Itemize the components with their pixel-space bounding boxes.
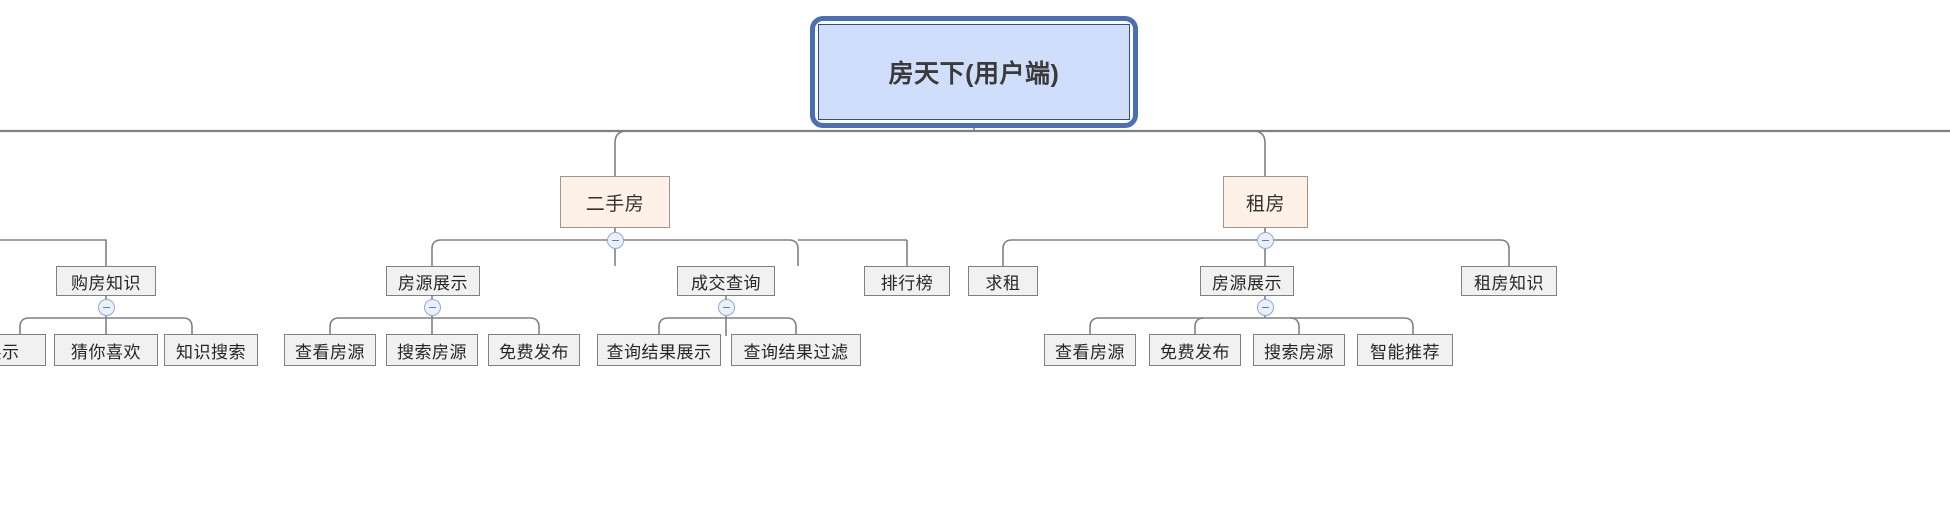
collapse-minus-icon-goufangzhishi[interactable] xyxy=(98,299,115,316)
minus-glyph xyxy=(612,239,619,242)
minus-glyph xyxy=(429,306,436,309)
node-zf-fangyuanzhanshi-label: 房源展示 xyxy=(1212,273,1282,293)
node-goufang-leaf-zhishisousuo[interactable]: 知识搜索 xyxy=(164,334,258,366)
node-esf-leaf-sousuofangyuan[interactable]: 搜索房源 xyxy=(386,334,478,366)
collapse-minus-icon-esf-fangyuan[interactable] xyxy=(424,299,441,316)
node-esf-paihangbang[interactable]: 排行榜 xyxy=(864,266,950,296)
node-zufang-label: 租房 xyxy=(1245,193,1285,215)
node-zf-zufangzhishi-label: 租房知识 xyxy=(1474,273,1544,293)
node-zufang[interactable]: 租房 xyxy=(1223,176,1308,228)
node-ershoufang-label: 二手房 xyxy=(585,193,645,215)
collapse-minus-icon-ershoufang[interactable] xyxy=(607,232,624,249)
node-goufang-leaf-caini[interactable]: 猜你喜欢 xyxy=(54,334,158,366)
node-esf-leaf-chaxunjieguoguolv-label: 查询结果过滤 xyxy=(743,342,849,362)
node-zf-leaf-zhinengtuijian[interactable]: 智能推荐 xyxy=(1357,334,1453,366)
node-zf-leaf-sousuofangyuan[interactable]: 搜索房源 xyxy=(1253,334,1345,366)
node-goufang-leaf-zhanshi[interactable]: 展示 xyxy=(0,334,46,366)
node-goufang-leaf-zhanshi-label: 展示 xyxy=(0,342,20,362)
node-zf-leaf-chakanfangyuan-label: 查看房源 xyxy=(1055,342,1125,362)
node-goufangzhishi[interactable]: 购房知识 xyxy=(56,266,156,296)
minus-glyph xyxy=(103,306,110,309)
node-esf-leaf-chaxunjieguozhanshi[interactable]: 查询结果展示 xyxy=(597,334,721,366)
root-node-label: 房天下(用户端) xyxy=(888,60,1060,88)
node-zf-fangyuanzhanshi[interactable]: 房源展示 xyxy=(1200,266,1294,296)
node-esf-paihangbang-label: 排行榜 xyxy=(880,273,934,293)
node-goufangzhishi-label: 购房知识 xyxy=(71,273,141,293)
collapse-minus-icon-esf-chengjiao[interactable] xyxy=(718,299,735,316)
node-esf-leaf-chaxunjieguoguolv[interactable]: 查询结果过滤 xyxy=(731,334,861,366)
node-zf-leaf-sousuofangyuan-label: 搜索房源 xyxy=(1264,342,1334,362)
node-esf-fangyuanzhanshi-label: 房源展示 xyxy=(398,273,468,293)
collapse-minus-icon-zufang[interactable] xyxy=(1257,232,1274,249)
node-esf-fangyuanzhanshi[interactable]: 房源展示 xyxy=(386,266,480,296)
node-goufang-leaf-caini-label: 猜你喜欢 xyxy=(71,342,141,362)
minus-glyph xyxy=(1262,306,1269,309)
node-zf-qiuzu[interactable]: 求租 xyxy=(968,266,1038,296)
root-node[interactable]: 房天下(用户端) xyxy=(818,24,1130,120)
node-zf-leaf-mianfeifabu[interactable]: 免费发布 xyxy=(1149,334,1241,366)
node-zf-leaf-chakanfangyuan[interactable]: 查看房源 xyxy=(1044,334,1136,366)
node-ershoufang[interactable]: 二手房 xyxy=(560,176,670,228)
collapse-minus-icon-zf-fangyuan[interactable] xyxy=(1257,299,1274,316)
minus-glyph xyxy=(723,306,730,309)
node-goufang-leaf-zhishisousuo-label: 知识搜索 xyxy=(176,342,246,362)
node-zf-zufangzhishi[interactable]: 租房知识 xyxy=(1461,266,1557,296)
node-esf-chengjiaochaxun-label: 成交查询 xyxy=(691,273,761,293)
node-zf-leaf-zhinengtuijian-label: 智能推荐 xyxy=(1370,342,1440,362)
node-esf-leaf-chaxunjieguozhanshi-label: 查询结果展示 xyxy=(606,342,712,362)
node-esf-leaf-mianfeifabu-label: 免费发布 xyxy=(499,342,569,362)
node-esf-leaf-chakanfangyuan[interactable]: 查看房源 xyxy=(284,334,376,366)
node-esf-leaf-mianfeifabu[interactable]: 免费发布 xyxy=(488,334,580,366)
node-esf-leaf-chakanfangyuan-label: 查看房源 xyxy=(295,342,365,362)
node-zf-qiuzu-label: 求租 xyxy=(985,273,1021,293)
minus-glyph xyxy=(1262,239,1269,242)
node-esf-leaf-sousuofangyuan-label: 搜索房源 xyxy=(397,342,467,362)
node-esf-chengjiaochaxun[interactable]: 成交查询 xyxy=(677,266,775,296)
node-zf-leaf-mianfeifabu-label: 免费发布 xyxy=(1160,342,1230,362)
